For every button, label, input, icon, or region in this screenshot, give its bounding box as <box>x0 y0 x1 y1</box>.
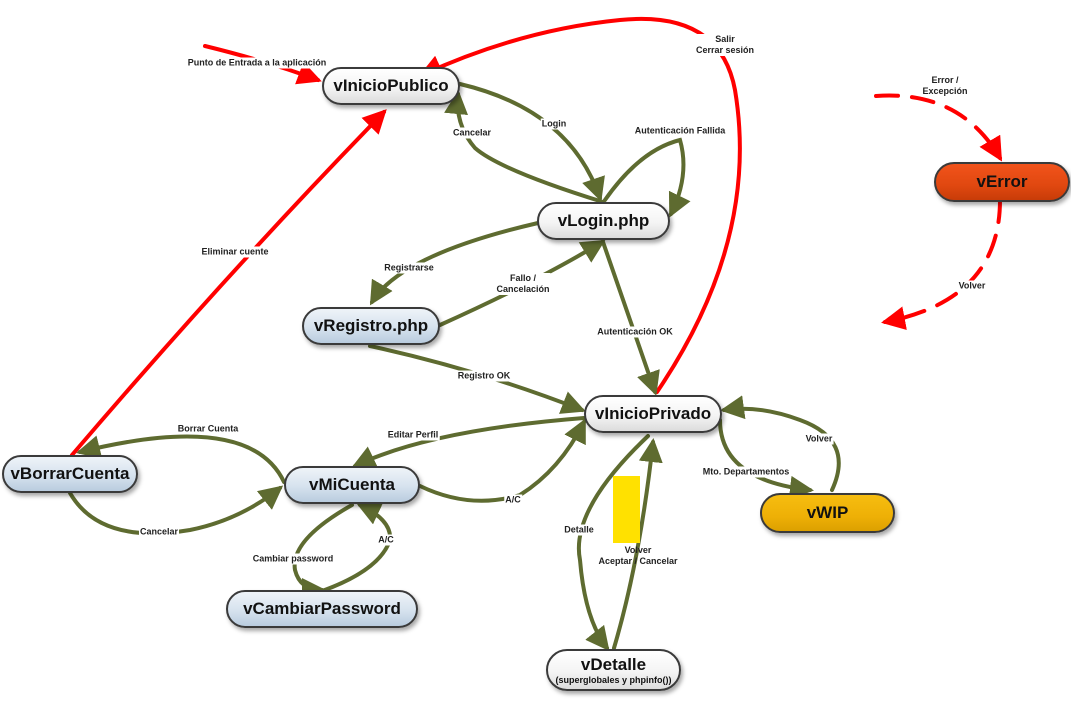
node-vinicio-publico[interactable]: vInicioPublico <box>322 67 460 105</box>
edge-error <box>874 93 1003 162</box>
label-entry: Punto de Entrada a la aplicación <box>186 57 328 69</box>
label-volver-wip: Volver <box>804 433 834 445</box>
label-ac-micuenta: A/C <box>504 494 522 506</box>
label-delete-account: Eliminar cuente <box>200 246 270 258</box>
label-mto-departamentos: Mto. Departamentos <box>701 466 791 478</box>
node-vinicio-privado[interactable]: vInicioPrivado <box>584 395 722 433</box>
label-borrar-cuenta: Borrar Cuenta <box>176 423 240 435</box>
label-logout-line2: Cerrar sesión <box>695 45 755 55</box>
edge-editar-perfil <box>351 416 586 469</box>
label-register-fail: Fallo / Cancelación <box>495 273 551 295</box>
edge-cancel-borrar <box>68 485 284 536</box>
edge-login <box>458 82 605 202</box>
edge-delete-account <box>70 109 387 457</box>
edge-register <box>369 221 540 306</box>
label-cambiar-password: Cambiar password <box>251 553 335 565</box>
edge-volver-wip <box>720 395 841 492</box>
node-vwip[interactable]: vWIP <box>760 493 895 533</box>
node-title: vRegistro.php <box>313 316 429 335</box>
edge-volver-detalle <box>612 438 663 650</box>
node-vdetalle[interactable]: vDetalle (superglobales y phpinfo()) <box>546 649 681 691</box>
label-editar-perfil: Editar Perfil <box>386 429 440 441</box>
node-verror[interactable]: vError <box>934 162 1070 202</box>
sticky-note <box>613 476 640 543</box>
node-vcambiar-password[interactable]: vCambiarPassword <box>226 590 418 628</box>
label-volver-error: Volver <box>957 280 987 292</box>
node-title: vWIP <box>806 503 849 522</box>
label-register: Registrarse <box>383 262 435 274</box>
node-title: vDetalle <box>580 654 647 674</box>
label-error-line1: Error / <box>931 75 959 85</box>
label-volver-detalle-line1: Volver <box>624 545 652 555</box>
edge-mto-departamentos <box>718 418 814 500</box>
node-title: vLogin.php <box>557 211 650 230</box>
edge-ac-micuenta <box>418 418 586 503</box>
edge-cambiar-password <box>292 503 354 602</box>
node-title: vInicioPrivado <box>594 404 712 423</box>
edge-auth-failed <box>603 137 691 218</box>
node-vborrar-cuenta[interactable]: vBorrarCuenta <box>2 455 138 493</box>
node-title: vError <box>976 172 1028 191</box>
label-volver-detalle: Volver Aceptar / Cancelar <box>597 545 678 567</box>
label-error: Error / Excepción <box>921 75 969 97</box>
label-auth-failed: Autenticación Fallida <box>633 125 727 137</box>
node-title: vCambiarPassword <box>243 599 401 618</box>
edge-volver-error <box>881 198 1002 331</box>
node-title: vMiCuenta <box>309 475 395 494</box>
label-cancel-borrar: Cancelar <box>138 526 180 538</box>
label-detalle: Detalle <box>563 524 595 536</box>
node-title: vBorrarCuenta <box>10 464 130 483</box>
label-logout-line1: Salir <box>715 34 735 44</box>
label-volver-detalle-line2: Aceptar / Cancelar <box>598 556 678 566</box>
label-register-fail-line1: Fallo / <box>509 273 536 283</box>
label-error-line2: Excepción <box>922 86 968 96</box>
label-auth-ok: Autenticación OK <box>596 326 674 338</box>
label-cancel-login: Cancelar <box>451 127 493 139</box>
label-register-ok: Registro OK <box>456 370 512 382</box>
edge-cancel-login <box>444 90 605 204</box>
label-ac-password: A/C <box>377 534 395 546</box>
edge-auth-ok <box>601 240 660 396</box>
node-subtitle: (superglobales y phpinfo()) <box>555 674 672 685</box>
label-register-fail-line2: Cancelación <box>496 284 550 294</box>
node-vregistro[interactable]: vRegistro.php <box>302 307 440 345</box>
node-title: vInicioPublico <box>333 76 449 95</box>
label-login: Login <box>540 118 568 130</box>
edge-detalle <box>576 434 650 652</box>
edge-borrar-cuenta <box>76 434 286 484</box>
node-vlogin[interactable]: vLogin.php <box>537 202 670 240</box>
node-vmi-cuenta[interactable]: vMiCuenta <box>284 466 420 504</box>
label-logout: Salir Cerrar sesión <box>694 34 756 56</box>
